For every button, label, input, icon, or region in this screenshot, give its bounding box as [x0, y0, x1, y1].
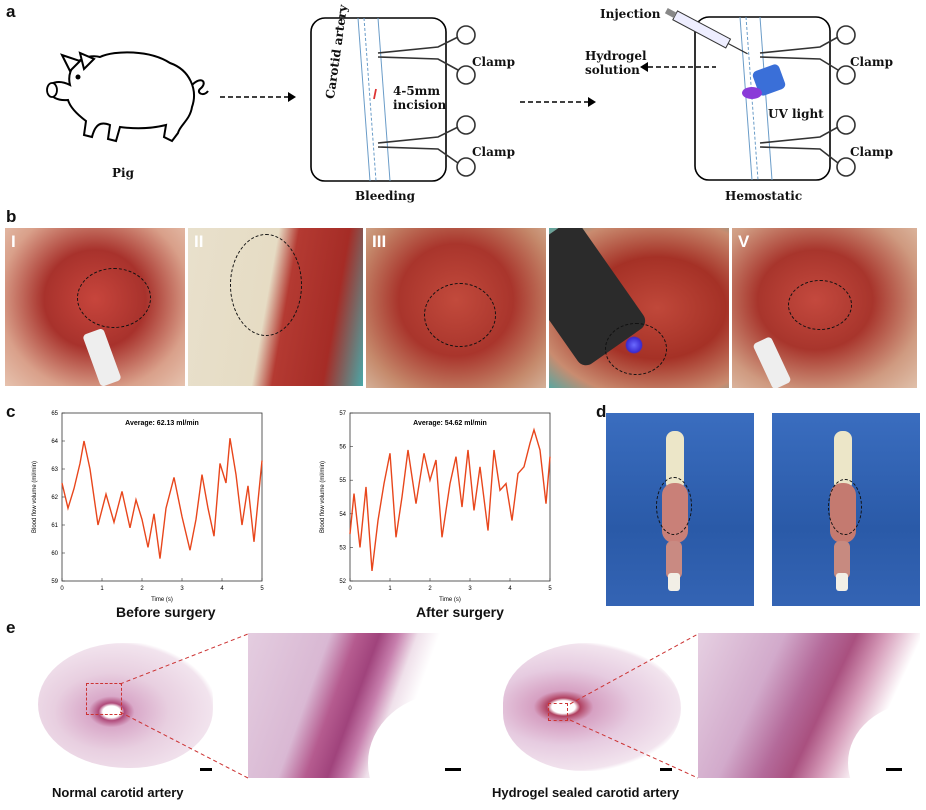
- flow-series-line: [61, 438, 263, 559]
- y-tick-label: 60: [51, 551, 58, 557]
- clamp-label-top: Clamp: [472, 55, 515, 69]
- x-axis-label: Time (s): [439, 597, 461, 603]
- step-label: V: [738, 232, 750, 251]
- artery-photo-2: [772, 413, 920, 606]
- x-axis-label: Time (s): [151, 597, 173, 603]
- panel-letter-e: e: [6, 618, 16, 637]
- hemostatic-label: Hemostatic: [725, 189, 803, 203]
- y-tick-label: 55: [339, 478, 346, 484]
- flow-series-line: [349, 427, 551, 571]
- histology-normal-overview: [28, 635, 223, 775]
- histology-sealed-overview: [493, 633, 688, 778]
- zoom-lines: [120, 633, 249, 779]
- y-tick-label: 56: [339, 445, 346, 451]
- panel-letter-c: c: [6, 402, 16, 421]
- bleeding-label: Bleeding: [355, 189, 416, 203]
- step-label: III: [372, 232, 387, 251]
- surgery-photo-step-1: I: [5, 228, 185, 386]
- surgery-photo-step-2: II: [188, 228, 363, 386]
- y-tick-label: 54: [339, 512, 346, 518]
- panel-letter-d: d: [596, 402, 607, 421]
- y-axis-label: Blood flow volume (ml/min): [320, 461, 326, 533]
- x-tick-label: 5: [260, 586, 264, 592]
- after-surgery-title: After surgery: [416, 604, 504, 620]
- y-tick-label: 57: [339, 411, 346, 417]
- y-tick-label: 59: [51, 579, 58, 585]
- scale-bar: [200, 768, 212, 771]
- x-tick-label: 0: [348, 586, 352, 592]
- x-tick-label: 3: [180, 586, 184, 592]
- y-tick-label: 52: [339, 579, 346, 585]
- y-tick-label: 53: [339, 545, 346, 551]
- hemostatic-diagram: [664, 7, 856, 181]
- sealed-artery-caption: Hydrogel sealed carotid artery: [492, 785, 680, 800]
- pig-illustration: [46, 51, 209, 143]
- zoom-lines: [569, 633, 699, 779]
- dashed-arrow-left-icon: [640, 62, 716, 72]
- x-tick-label: 4: [508, 586, 512, 592]
- plot-frame: [349, 412, 551, 582]
- normal-artery-caption: Normal carotid artery: [52, 785, 184, 800]
- step-label: I: [11, 232, 16, 251]
- x-tick-label: 4: [220, 586, 224, 592]
- scale-bar: [886, 768, 902, 771]
- injection-label: Injection: [600, 7, 661, 21]
- scale-bar: [445, 768, 461, 771]
- blood-flow-chart-before: Average: 62.13 ml/min 59 60 61 62 63 64 65 0 1 2 3 4…: [32, 411, 264, 603]
- pig-label: Pig: [112, 166, 134, 180]
- before-surgery-title: Before surgery: [116, 604, 216, 620]
- x-tick-label: 5: [548, 586, 552, 592]
- x-tick-label: 3: [468, 586, 472, 592]
- clamp-label-top-2: Clamp: [850, 55, 893, 69]
- y-tick-label: 63: [51, 467, 58, 473]
- average-label: Average: 62.13 ml/min: [125, 420, 199, 427]
- histology-sealed-zoom: [698, 633, 920, 778]
- bleeding-diagram: [310, 17, 476, 182]
- y-tick-label: 61: [51, 523, 58, 529]
- scale-bar: [660, 768, 672, 771]
- y-tick-label: 62: [51, 495, 58, 501]
- dashed-arrow-icon: [220, 92, 296, 102]
- artery-photo-1: [606, 413, 754, 606]
- clamp-label-bottom-2: Clamp: [850, 145, 893, 159]
- panel-letter-a: a: [6, 2, 16, 21]
- histology-normal-zoom: [248, 633, 470, 778]
- average-label: Average: 54.62 ml/min: [413, 420, 487, 427]
- x-tick-label: 2: [428, 586, 432, 592]
- panel-letter-b: b: [6, 207, 17, 226]
- y-axis-label: Blood flow volume (ml/min): [32, 461, 38, 533]
- uv-light-label: UV light: [768, 107, 824, 121]
- plot-frame: [61, 412, 263, 582]
- x-tick-label: 1: [388, 586, 392, 592]
- y-tick-label: 65: [51, 411, 58, 417]
- blood-flow-chart-after: Average: 54.62 ml/min 52 53 54 55 56 57 0 1 2 3 4 5T…: [320, 411, 552, 603]
- clamp-label-bottom: Clamp: [472, 145, 515, 159]
- x-tick-label: 0: [60, 586, 64, 592]
- y-tick-label: 64: [51, 439, 58, 445]
- step-label: II: [194, 232, 204, 251]
- surgery-photo-step-3: III: [366, 228, 546, 388]
- surgery-photo-step-5: V: [732, 228, 917, 388]
- incision-label: incision: [393, 98, 447, 112]
- incision-size-label: 4-5mm: [393, 84, 441, 98]
- surgery-photo-step-4: IV: [549, 228, 729, 388]
- x-tick-label: 1: [100, 586, 104, 592]
- hydrogel-solution-label: solution: [585, 63, 640, 77]
- dashed-arrow-icon: [520, 97, 596, 107]
- hydrogel-label: Hydrogel: [585, 49, 647, 63]
- x-tick-label: 2: [140, 586, 144, 592]
